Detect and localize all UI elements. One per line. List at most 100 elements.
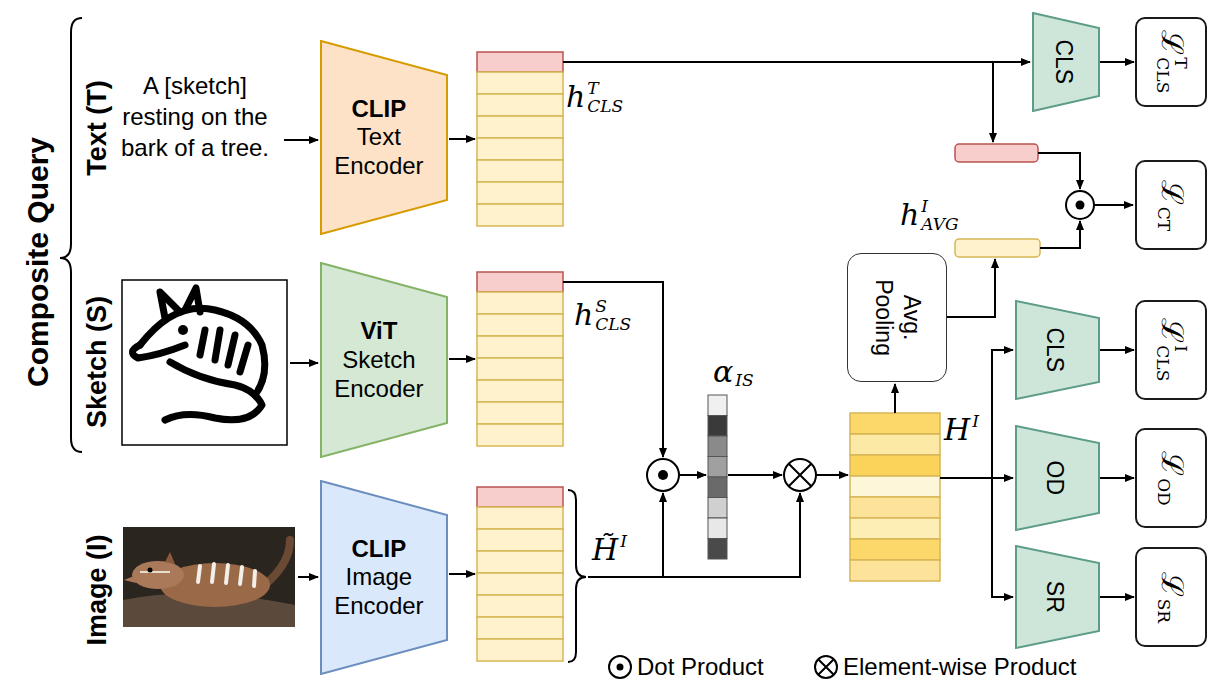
weighted-token-stack (850, 413, 940, 581)
attention-vector (708, 457, 727, 478)
token-stack (477, 617, 563, 639)
token-brace (568, 490, 586, 662)
text-encoder-shape (321, 41, 447, 234)
attention-vector (708, 436, 727, 457)
loss-box: ℒTCLS (1135, 17, 1207, 107)
flow-arrow (679, 474, 706, 476)
token-stack (477, 551, 563, 573)
sketch-illustration (215, 330, 220, 360)
feature-symbol-index: T (587, 80, 623, 98)
classifier-head-shape (1016, 301, 1099, 399)
token-stack (477, 639, 563, 661)
feature-symbol-index: I (972, 413, 979, 431)
loss-symbol: ℒ (1156, 30, 1189, 55)
loss-symbol-index: I (1171, 345, 1189, 381)
group-title: Composite Query (21, 137, 54, 387)
attention-vector (708, 477, 727, 498)
loss-symbol: ℒ (1155, 451, 1188, 476)
loss-box: ℒSR (1135, 547, 1207, 647)
token-stack (477, 573, 563, 595)
model-name: ViT (323, 317, 435, 346)
feature-symbol: h (900, 198, 919, 231)
attention-vector (708, 416, 727, 437)
token-stack (477, 138, 563, 160)
encoder-label: Sketch Encoder (323, 346, 435, 404)
text-feature-bar (955, 144, 1038, 162)
photo-illustration (148, 568, 153, 573)
loss-box: ℒOD (1135, 428, 1207, 528)
detection-head-shape (1016, 426, 1099, 530)
flow-arrow (947, 259, 995, 317)
flow-arrow (449, 358, 475, 360)
feature-symbol-index: I (620, 533, 627, 551)
token-stack (477, 424, 563, 446)
sr-head: SR (1015, 545, 1100, 649)
flow-arrow (1040, 221, 1080, 248)
loss-symbol-index: CLS (1153, 57, 1171, 93)
feature-symbol-index: CLS (595, 316, 631, 334)
loss-symbol-index: SR (1154, 598, 1172, 622)
input-label: Text (T) (82, 80, 113, 176)
elementwise-product-symbol (784, 459, 816, 491)
attention-vector (708, 395, 727, 416)
loss-box: ℒICLS (1135, 300, 1207, 400)
legend-cross-symbol (818, 659, 834, 675)
flow-arrow (992, 478, 1013, 597)
legend-cross-symbol (815, 656, 837, 678)
token-stack (477, 336, 563, 358)
weighted-token-stack (850, 560, 940, 581)
token-stack (477, 160, 563, 182)
attention-vector (708, 395, 727, 559)
loss-symbol-index: CLS (1153, 345, 1171, 381)
text-encoder: CLIPText Encoder (320, 40, 448, 235)
photo-illustration (124, 576, 136, 583)
loss-symbol-index: T (1171, 57, 1189, 93)
legend-dot-symbol (609, 656, 631, 678)
query-text: A [sketch] resting on the bark of a tree… (121, 72, 269, 161)
token-stack (477, 52, 563, 72)
loss-symbol: ℒ (1156, 179, 1189, 204)
connector-arrow (1100, 349, 1134, 351)
image-encoder-shape (321, 481, 447, 674)
flow-arrow (1038, 153, 1080, 189)
flow-arrow (992, 350, 1013, 478)
sketch-encoder-shape (321, 263, 447, 457)
dot-product-symbol (1076, 201, 1085, 210)
photo-illustration (123, 527, 295, 627)
query-brace (60, 18, 82, 452)
encoder-label: Text Encoder (323, 123, 435, 181)
dot-product-symbol (647, 459, 679, 491)
sketch-illustration (165, 362, 262, 420)
feature-symbol: h (566, 80, 585, 113)
photo-illustration (268, 540, 290, 582)
flow-arrow (1094, 204, 1133, 206)
input-label: Image (I) (82, 534, 113, 645)
attention-vector (708, 498, 727, 519)
feature-symbol-index: AVG (921, 216, 958, 234)
classifier-head-shape (1033, 13, 1099, 111)
attention-vector (708, 518, 727, 539)
model-name: CLIP (323, 535, 435, 564)
feature-symbol: H̃ (592, 533, 618, 566)
connector-arrow (1100, 61, 1134, 63)
token-stack (477, 529, 563, 551)
flow-arrow (449, 138, 475, 140)
photo-illustration (212, 564, 214, 582)
flow-arrow (588, 493, 800, 577)
flow-arrow (816, 474, 848, 476)
block-label: OD (1040, 461, 1068, 496)
loss-symbol: ℒ (1156, 571, 1189, 596)
group-title: Composite Query (21, 137, 55, 387)
loss-symbol: ℒ (1156, 318, 1189, 343)
legend-dot-symbol (609, 656, 631, 678)
legend-cross-symbol (815, 656, 837, 678)
feature-symbol: hSCLS (574, 298, 631, 334)
weighted-token-stack (850, 476, 940, 497)
pooling-box: Avg. Pooling (847, 253, 947, 382)
photo-illustration (240, 567, 242, 584)
classifier-head: CLS (1015, 300, 1100, 400)
image-feature-bar (955, 239, 1040, 257)
loss-symbol-index: OD (1153, 478, 1171, 506)
token-stack (477, 595, 563, 617)
token-stack (477, 380, 563, 402)
